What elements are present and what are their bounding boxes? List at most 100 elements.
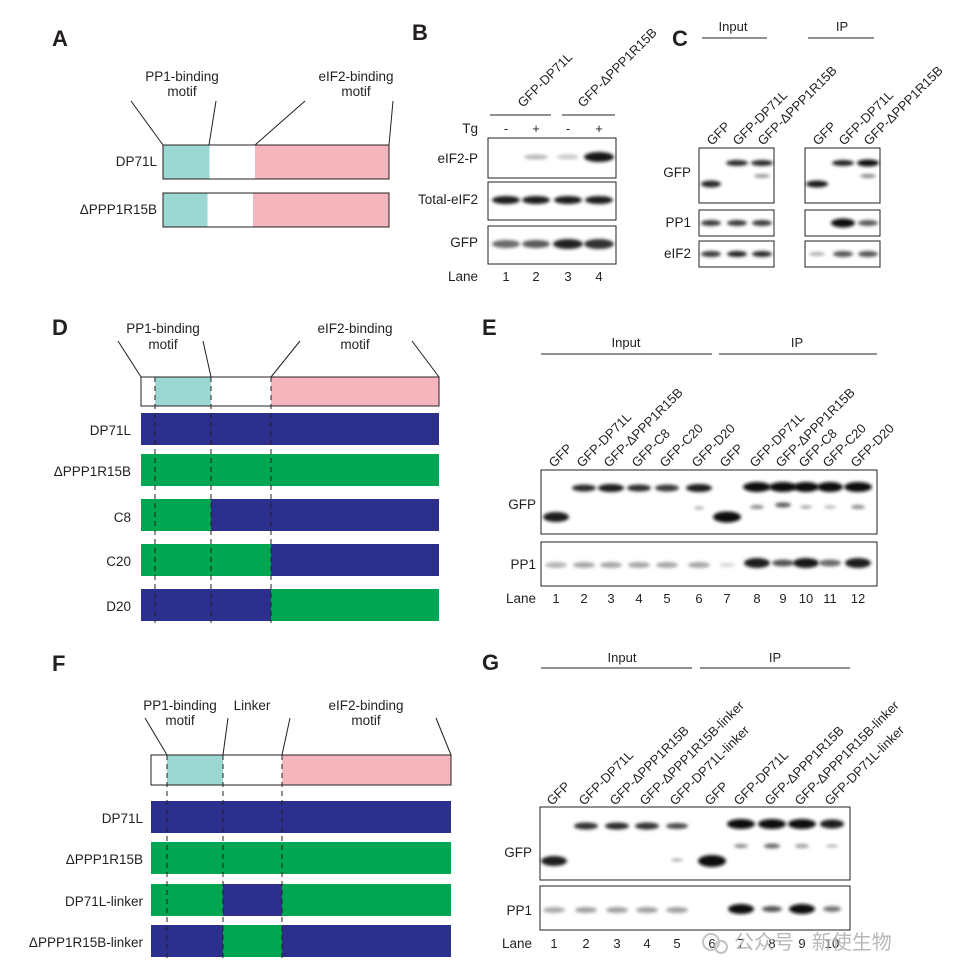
blot-label-eif2-p: eIF2-P: [437, 151, 478, 166]
panel-f: F PP1-binding motif Linker eIF2-binding …: [29, 651, 452, 959]
band: [754, 174, 770, 178]
domain-bar-template-d: [140, 376, 440, 407]
band: [701, 220, 721, 226]
panel-label-a: A: [52, 26, 68, 51]
band: [758, 819, 786, 829]
tg-marker: -: [566, 121, 570, 136]
callout-line: [130, 100, 164, 146]
column-label: GFP: [702, 779, 732, 809]
callout-line: [144, 717, 168, 756]
band: [701, 180, 721, 188]
band: [795, 844, 809, 848]
band: [554, 196, 582, 204]
eif2-motif-block: [253, 193, 389, 227]
band: [655, 484, 679, 492]
lane-number: 8: [753, 591, 760, 606]
lane-number: 9: [798, 936, 805, 951]
chimera-bar-dp71l: [141, 413, 439, 445]
row-label-f: DP71L: [102, 811, 144, 826]
blot-label-pp1: PP1: [510, 557, 536, 572]
domain-bar-dp71l: [162, 144, 390, 180]
dp71l-region: [223, 884, 282, 916]
callout-line: [117, 340, 142, 378]
pp1-motif-label-d-2: motif: [148, 337, 178, 352]
chimera-bar-dp71l-linker: [151, 884, 451, 916]
band: [671, 858, 683, 862]
callout-line: [388, 100, 394, 146]
lane-number: 10: [825, 936, 839, 951]
blot-label-gfp: GFP: [508, 497, 536, 512]
band: [788, 819, 816, 829]
row-label-d: C20: [106, 554, 131, 569]
dp71l-region: [141, 413, 439, 445]
wechat-icon-bubble: [714, 940, 728, 954]
ppp1r15b-region: [282, 884, 451, 916]
band: [789, 904, 815, 914]
column-label: GFP: [546, 441, 576, 471]
row-label-d: D20: [106, 599, 131, 614]
band: [605, 822, 629, 830]
band: [522, 196, 550, 204]
band: [627, 484, 651, 492]
chimera-bar-ppp1r15b-linker: [151, 925, 451, 957]
blot-gfp-input-c: [698, 147, 775, 204]
blot-pp1-ip-c: [804, 209, 881, 237]
band: [522, 240, 550, 248]
callout-line: [411, 340, 440, 378]
band: [793, 558, 819, 568]
band: [752, 251, 772, 257]
lane-number: 5: [673, 936, 680, 951]
band: [752, 220, 772, 226]
blot-eif2-ip-c: [804, 240, 881, 268]
band: [584, 152, 614, 162]
panel-label-g: G: [482, 650, 499, 675]
lane-number: 1: [550, 936, 557, 951]
tg-label: Tg: [462, 121, 478, 136]
blot-pp1-input-c: [698, 209, 775, 237]
band: [845, 558, 871, 568]
band: [734, 844, 748, 848]
pp1-motif-label-d-1: PP1-binding: [126, 321, 200, 336]
band: [656, 562, 678, 568]
panel-a: A PP1-binding motif eIF2-binding motif D…: [52, 26, 394, 228]
eif2-motif-block: [271, 377, 439, 406]
band: [628, 562, 650, 568]
lane-label-e: Lane: [506, 591, 536, 606]
callout-line: [281, 717, 291, 756]
lane-number: 4: [643, 936, 650, 951]
pp1-motif-block: [163, 193, 208, 227]
band: [824, 505, 836, 509]
band: [823, 906, 841, 912]
band: [769, 482, 797, 492]
lane-number: 2: [580, 591, 587, 606]
panel-c: C Input IP GFP GFP-DP71L GFP-ΔPPP1R15B G…: [663, 19, 946, 268]
band: [553, 239, 583, 249]
blot-label-eif2: eIF2: [664, 246, 691, 261]
callout-line: [208, 100, 217, 146]
group-label-input: Input: [719, 19, 748, 34]
group-label-ip: IP: [836, 19, 848, 34]
domain-bar-ppp1r15b: [162, 192, 390, 228]
blot-gfp-e: [540, 469, 878, 535]
lane-number: 7: [723, 591, 730, 606]
eif2-motif-label-f-1: eIF2-binding: [328, 698, 403, 713]
panel-e: E Input IP GFPGFP-DP71LGFP-ΔPPP1R15BGFP-…: [482, 315, 897, 606]
lane-number: 2: [532, 269, 539, 284]
band: [744, 558, 770, 568]
watermark-text: 公众号 · 新使生物: [734, 931, 892, 954]
band: [572, 484, 596, 492]
band: [775, 502, 791, 508]
band: [543, 512, 569, 522]
chimera-bar-c8: [141, 499, 439, 531]
band: [573, 562, 595, 568]
tg-marker: +: [595, 121, 603, 136]
band: [819, 559, 841, 567]
panel-b: B GFP-DP71L GFP-ΔPPP1R15B Tg - + - + eIF…: [412, 20, 660, 284]
blot-label-gfp: GFP: [663, 165, 691, 180]
band: [858, 251, 878, 257]
eif2-motif-block: [282, 755, 451, 785]
pp1-motif-label-f-2: motif: [165, 713, 195, 728]
panel-label-e: E: [482, 315, 497, 340]
callout-line: [222, 717, 229, 756]
